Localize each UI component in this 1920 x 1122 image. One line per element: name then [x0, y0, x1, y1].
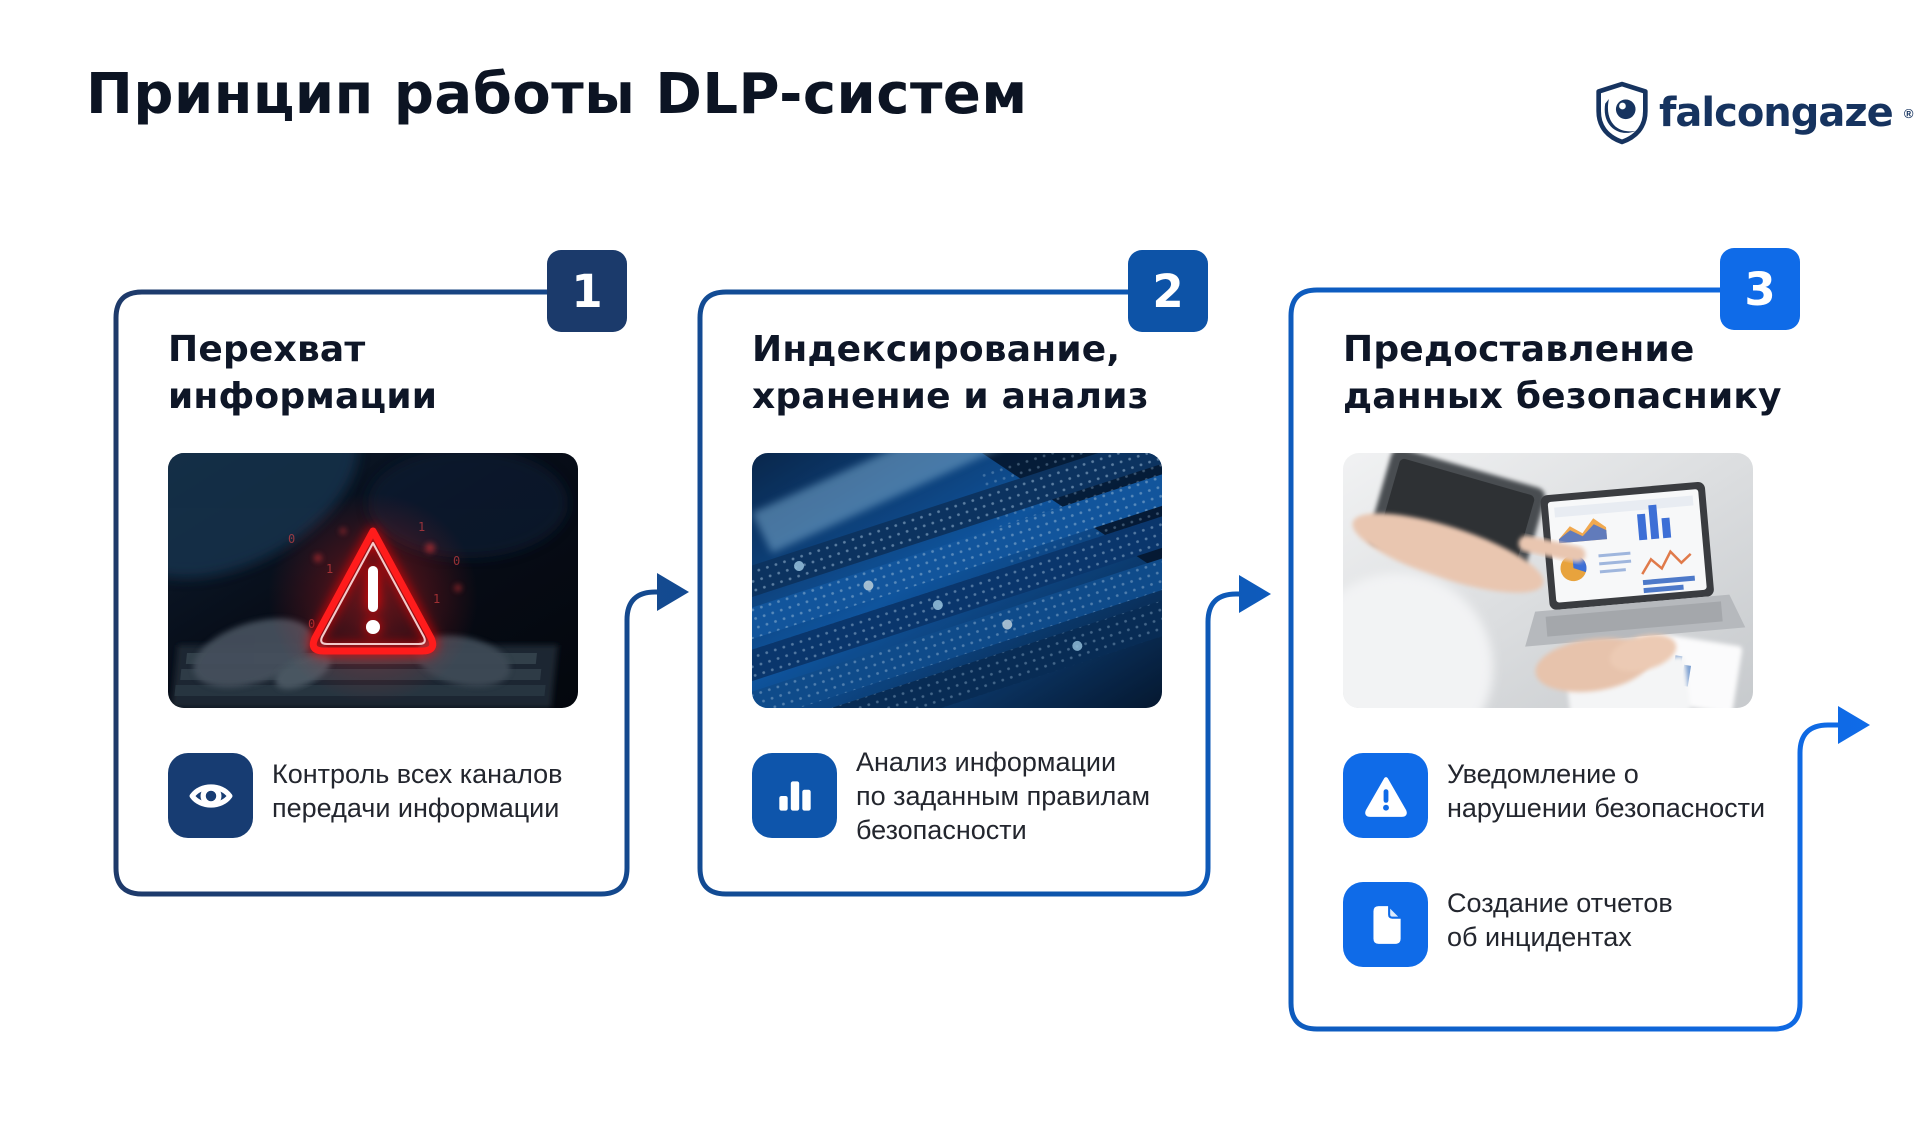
- bokeh-dots: [314, 528, 462, 592]
- document-icon: [1372, 904, 1402, 944]
- step-1-feature-text: Контроль всех каналов передачи информаци…: [272, 759, 563, 823]
- sleeve-shape: [1343, 573, 1493, 708]
- arrow-out-icon: [1838, 706, 1870, 744]
- step-card-3: 3 Предоставление данных безопаснику: [1291, 248, 1800, 1029]
- svg-text:1: 1: [418, 520, 425, 534]
- alert-triangle-icon: [309, 527, 437, 655]
- step-3-feature-alert-text: Уведомление о нарушении безопасности: [1447, 759, 1766, 823]
- eye-icon: [189, 783, 232, 808]
- light-streak: [752, 453, 991, 553]
- step-3-feature-report-text: Создание отчетов об инцидентах: [1447, 888, 1673, 952]
- brand-logo: falcongaze ®: [1594, 80, 1913, 146]
- analyst-photo-illustration: [1343, 453, 1753, 708]
- svg-text:1: 1: [326, 562, 333, 576]
- svg-text:0: 0: [453, 554, 460, 568]
- bar-chart-icon: [778, 780, 811, 811]
- registered-mark: ®: [1903, 105, 1914, 121]
- step-1-photo: 0 1 1 0 1 0: [168, 453, 578, 708]
- svg-text:1: 1: [433, 592, 440, 606]
- binary-digits: 0 1 1 0 1 0: [288, 520, 460, 631]
- step-2-title: Индексирование, хранение и анализ: [752, 329, 1149, 417]
- dashboard-mini-charts: [1554, 495, 1696, 594]
- svg-text:0: 0: [288, 532, 295, 546]
- step-2-badge: 2: [1128, 250, 1208, 332]
- step-1-title: Перехват информации: [168, 329, 438, 417]
- step-1-badge: 1: [547, 250, 627, 332]
- brand-wordmark: falcongaze: [1659, 90, 1894, 136]
- eye-icon-tile: [168, 753, 253, 838]
- step-3-badge: 3: [1720, 248, 1800, 330]
- bar-chart-icon-tile: [752, 753, 837, 838]
- page-title: Принцип работы DLP-систем: [86, 62, 1028, 127]
- step-2-feature-text: Анализ информации по заданным правилам б…: [856, 747, 1151, 845]
- warning-icon: [1364, 776, 1407, 817]
- step-card-1: 1 Перехват информации: [116, 250, 627, 894]
- svg-text:0: 0: [308, 617, 315, 631]
- arrow-2-3-icon: [1239, 575, 1271, 613]
- warning-icon-tile: [1343, 753, 1428, 838]
- step-3-photo: [1343, 453, 1753, 708]
- laptop-shape: [1525, 481, 1746, 647]
- alert-photo-illustration: 0 1 1 0 1 0: [168, 453, 578, 708]
- document-icon-tile: [1343, 882, 1428, 967]
- server-photo-illustration: [752, 453, 1162, 708]
- step-card-2: 2 Индексирование, хранение и анализ: [700, 250, 1208, 894]
- hands-shapes: [1343, 513, 1677, 708]
- server-trays: [752, 453, 1162, 708]
- step-3-title: Предоставление данных безопаснику: [1343, 329, 1782, 417]
- falcongaze-shield-icon: [1596, 81, 1648, 145]
- step-2-photo: [752, 453, 1162, 708]
- arrow-1-2-icon: [657, 573, 689, 611]
